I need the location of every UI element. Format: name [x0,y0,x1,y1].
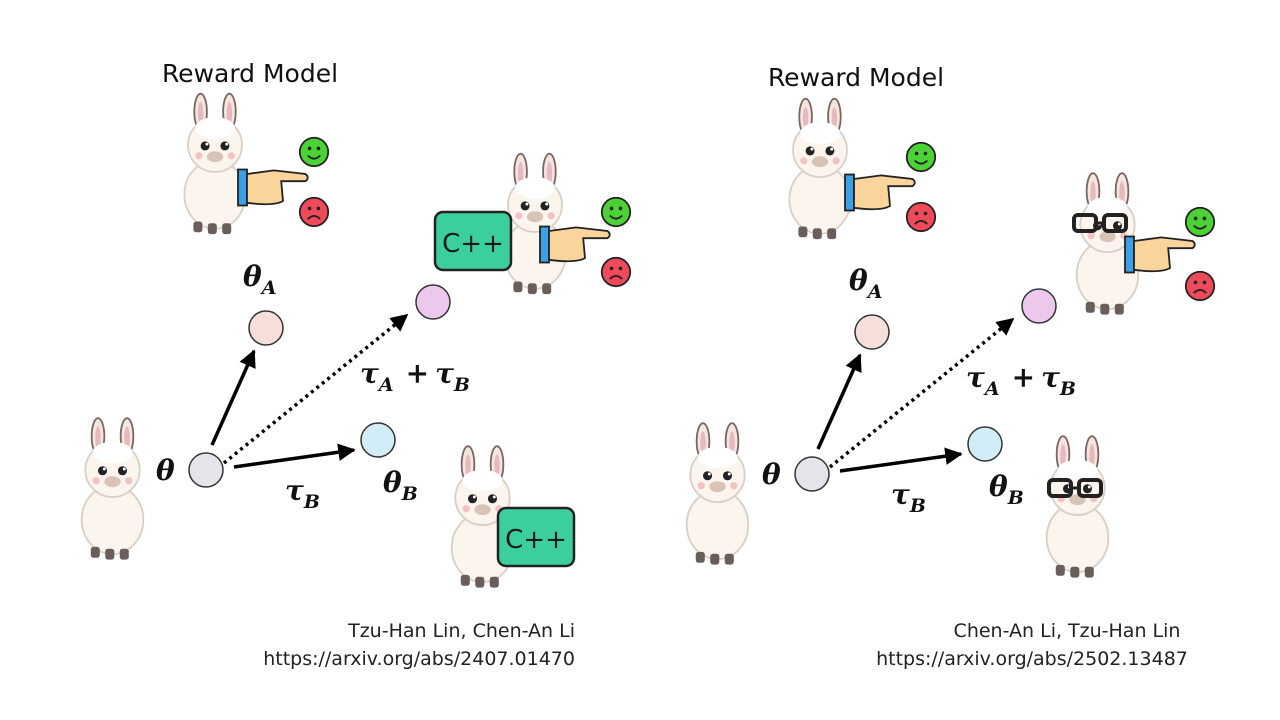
reward-model-llama [183,92,330,236]
pointing-hand-icon [1124,235,1196,274]
pointing-hand-icon [844,173,916,212]
node-theta-b [967,426,1003,462]
cpp-badge-icon: C++ [496,506,576,568]
label-theta-b: θB [989,470,1024,509]
label-theta-a: θA [849,264,882,303]
glasses-llama [1045,435,1110,579]
node-merged [1021,288,1057,324]
right-link[interactable]: https://arxiv.org/abs/2502.13487 [876,648,1188,670]
sad-face-icon [298,196,330,228]
left-title: Reward Model [162,59,338,88]
reward-model-llama [788,97,937,241]
llama-icon [1045,435,1110,579]
arrow-tau-b [839,447,963,473]
node-theta-a [248,310,284,346]
arrow-tau-a [210,349,256,446]
happy-face-icon [1184,206,1216,238]
pointing-hand-icon [539,225,611,264]
label-theta: θ [762,458,781,491]
left-authors: Tzu-Han Lin, Chen-An Li [347,620,575,642]
node-theta [794,456,830,492]
label-tau-b: τB [891,478,926,517]
label-theta: θ [156,454,175,487]
svg-text:C++: C++ [505,525,567,555]
right-panel: Reward Model θ θA θB τB τA+τB [685,63,1216,670]
sad-face-icon [905,201,937,233]
label-theta-b: θB [383,466,418,505]
pointing-hand-icon [237,168,309,207]
merged-glasses-llama [1072,172,1216,316]
cpp-badge-icon: C++ [433,210,513,272]
left-panel: Reward Model C++ C++ θ θA θB τB [80,59,632,670]
label-theta-a: θA [243,260,276,299]
arrow-tau-sum [222,313,409,465]
arrow-tau-b [233,443,356,469]
happy-face-icon [298,136,330,168]
right-authors: Chen-An Li, Tzu-Han Lin [954,620,1181,642]
node-theta-b [360,422,396,458]
label-tau-b: τB [285,474,320,513]
happy-face-icon [600,196,632,228]
llama-icon [503,152,567,296]
arrow-tau-sum [828,317,1015,469]
base-llama-icon [80,417,145,561]
svg-text:C++: C++ [442,229,504,259]
node-theta [188,452,224,488]
happy-face-icon [905,141,937,173]
code-llama: C++ [450,445,576,589]
merged-model-llama: C++ [433,152,632,296]
arrow-tau-a [816,353,862,450]
base-llama-icon [685,422,750,566]
sad-face-icon [600,256,632,288]
node-theta-a [854,314,890,350]
left-link[interactable]: https://arxiv.org/abs/2407.01470 [263,648,575,670]
llama-icon [183,92,247,236]
node-merged [415,284,451,320]
right-title: Reward Model [768,63,944,92]
sad-face-icon [1184,270,1216,302]
llama-icon [788,97,852,241]
label-tau-sum: τA+τB [360,357,470,396]
label-tau-sum: τA+τB [966,361,1076,400]
